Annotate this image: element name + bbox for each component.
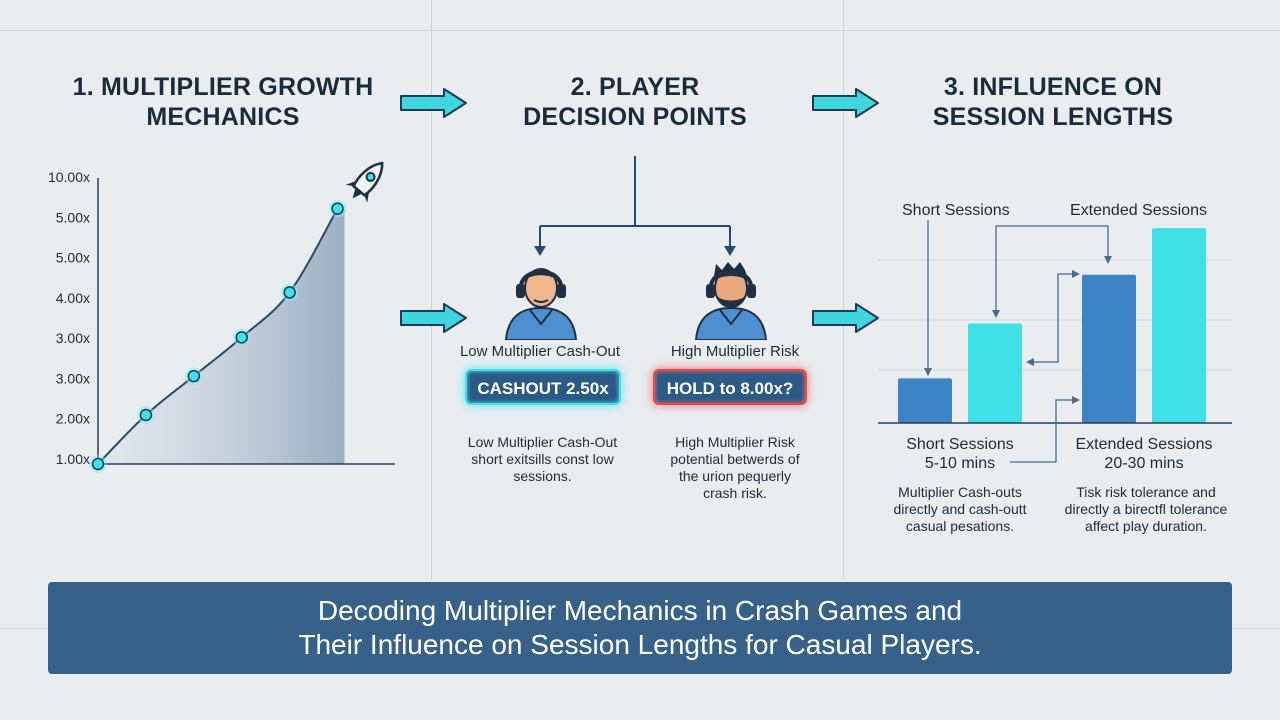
y-tick-label: 4.00x <box>56 290 90 306</box>
y-tick-label: 2.00x <box>56 411 90 427</box>
multiplier-growth-chart: 10.00x 5.00x 5.00x 4.00x 3.00x 3.00x 2.00x 1.00… <box>48 161 395 473</box>
right-arrow-icon <box>400 303 467 333</box>
banner-line-2: Their Influence on Session Lengths for C… <box>298 629 982 660</box>
choice-label-high: High Multiplier Risk <box>670 343 800 360</box>
y-tick-label: 5.00x <box>56 209 90 225</box>
cashout-button[interactable]: CASHOUT 2.50x <box>465 369 621 405</box>
session-connectors <box>927 220 1109 463</box>
data-point <box>283 286 296 299</box>
y-tick-label: 3.00x <box>56 370 90 386</box>
session-footer-short: Short Sessions 5-10 mins <box>906 436 1014 472</box>
session-bar-short <box>898 378 952 423</box>
session-note-extended: Tisk risk tolerance and directly a birec… <box>1064 484 1228 534</box>
hold-button[interactable]: HOLD to 8.00x? <box>653 369 807 405</box>
session-footer-extended: Extended Sessions 20-30 mins <box>1075 436 1213 472</box>
data-point <box>91 457 105 471</box>
column-divider <box>431 0 432 580</box>
right-arrow-icon <box>812 88 879 118</box>
y-tick-label: 5.00x <box>56 250 90 266</box>
column-divider <box>843 0 844 580</box>
session-note-short: Multiplier Cash-outs directly and cash-o… <box>893 484 1027 534</box>
session-bar-extended <box>1152 228 1206 423</box>
headset-player-icon <box>504 268 578 340</box>
decision-description-high: High Multiplier Risk potential betwerds … <box>670 434 800 501</box>
session-length-chart <box>878 220 1232 463</box>
session-header-extended: Extended Sessions <box>1070 202 1207 219</box>
right-arrow-icon <box>812 303 879 333</box>
section-title-growth: 1. MULTIPLIER GROWTH MECHANICS <box>72 73 374 131</box>
banner-line-1: Decoding Multiplier Mechanics in Crash G… <box>317 595 963 626</box>
section-title-sessions: 3. INFLUENCE ON SESSION LENGTHS <box>932 73 1174 131</box>
growth-line <box>97 208 339 465</box>
session-bar-extended <box>1082 274 1136 423</box>
headset-player-icon <box>694 262 768 340</box>
growth-area <box>98 208 345 464</box>
y-tick-label: 10.00x <box>48 169 90 185</box>
decision-description-low: Low Multiplier Cash-Out short exitsills … <box>467 434 618 484</box>
choice-label-low: Low Multiplier Cash-Out <box>459 343 621 360</box>
data-point <box>139 408 153 422</box>
y-tick-label: 3.00x <box>56 330 90 346</box>
rocket-icon <box>345 161 384 203</box>
decision-branch-connector <box>534 156 736 256</box>
y-tick-label: 1.00x <box>56 451 90 467</box>
section-title-decisions: 2. PLAYER DECISION POINTS <box>523 73 747 131</box>
right-arrow-icon <box>400 88 467 118</box>
session-bar-short <box>968 323 1022 423</box>
data-point <box>187 369 201 383</box>
summary-banner: Decoding Multiplier Mechanics in Crash G… <box>48 582 1232 674</box>
data-point <box>331 202 344 215</box>
grid-line <box>0 30 1280 31</box>
data-point <box>235 331 248 344</box>
session-header-short: Short Sessions <box>902 202 1010 219</box>
